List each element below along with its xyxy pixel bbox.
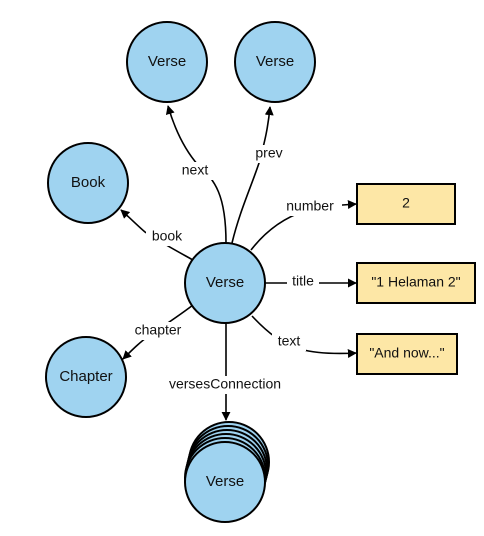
edge-label-next: next	[176, 162, 214, 180]
svg-text:Verse: Verse	[256, 53, 294, 70]
svg-text:Book: Book	[71, 174, 106, 191]
edge-prev	[231, 106, 274, 244]
node-center-verse[interactable]: Verse	[184, 242, 266, 324]
node-chapter[interactable]: Chapter	[45, 336, 127, 418]
svg-text:Verse: Verse	[206, 274, 244, 291]
value-box-number: 2	[356, 183, 456, 225]
edge-label-book: book	[146, 228, 188, 246]
svg-text:number: number	[286, 198, 334, 214]
svg-text:text: text	[278, 333, 301, 349]
svg-text:Verse: Verse	[148, 53, 186, 70]
svg-text:book: book	[152, 228, 183, 244]
svg-text:prev: prev	[255, 145, 282, 161]
edge-label-chapter: chapter	[126, 322, 190, 340]
node-prev-verse[interactable]: Verse	[234, 21, 316, 103]
node-book[interactable]: Book	[47, 142, 129, 224]
value-box-title: "1 Helaman 2"	[356, 262, 476, 304]
svg-text:Chapter: Chapter	[59, 368, 112, 385]
edge-label-title: title	[287, 273, 319, 291]
node-verses-connection-stack[interactable]: Verse	[184, 421, 270, 523]
svg-text:"1 Helaman 2": "1 Helaman 2"	[371, 274, 460, 290]
svg-text:next: next	[182, 162, 209, 178]
svg-text:Verse: Verse	[206, 473, 244, 490]
node-next-verse[interactable]: Verse	[126, 21, 208, 103]
value-box-text: "And now..."	[356, 333, 458, 375]
svg-text:versesConnection: versesConnection	[169, 376, 281, 392]
svg-text:2: 2	[402, 195, 410, 211]
edge-label-verses-connection: versesConnection	[150, 376, 300, 394]
svg-text:title: title	[292, 273, 314, 289]
edge-label-prev: prev	[250, 145, 288, 163]
svg-text:chapter: chapter	[135, 322, 182, 338]
svg-text:"And now...": "And now..."	[369, 345, 444, 361]
edge-label-number: number	[278, 198, 342, 216]
edge-label-text: text	[272, 333, 306, 351]
edge-book	[120, 209, 194, 261]
